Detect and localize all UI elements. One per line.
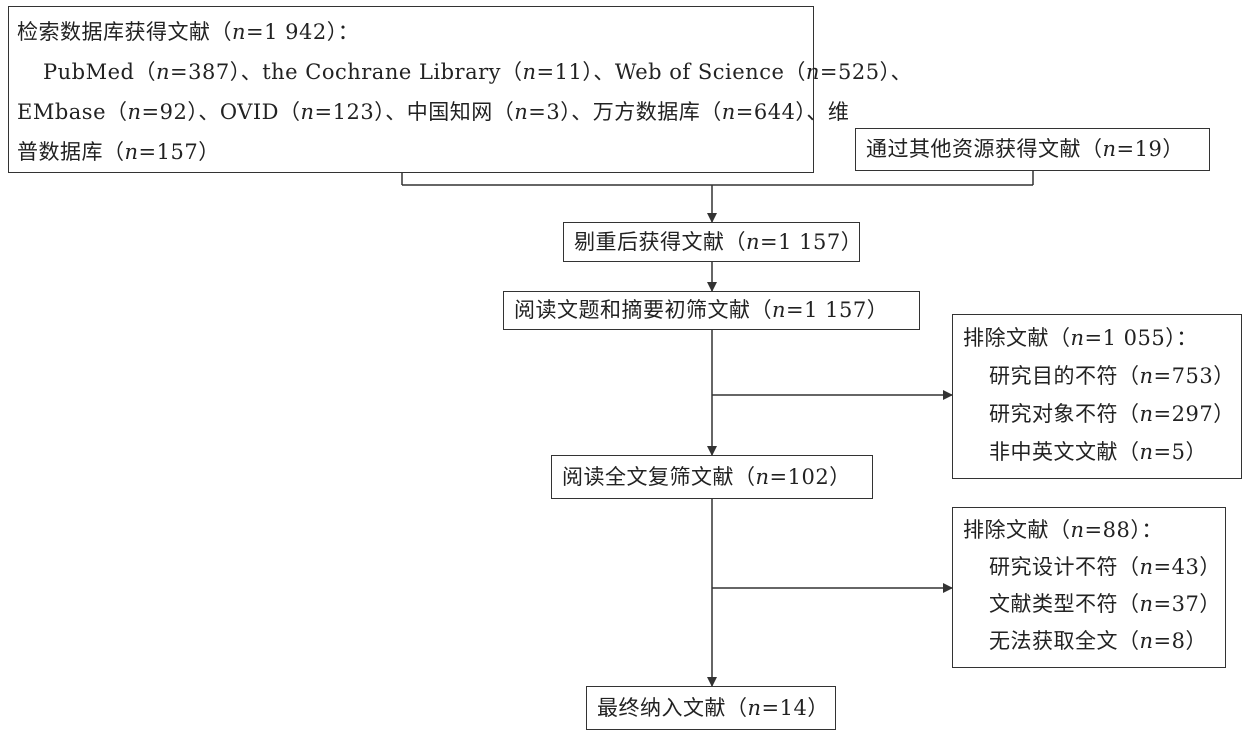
final-included-box: 最终纳入文献（n=14） bbox=[586, 686, 836, 730]
exclusion-1-title: 排除文献（n=1 055）： bbox=[963, 326, 1198, 350]
search-sources-line-2: EMbase（n=92）、OVID（n=123）、中国知网（n=3）、万方数据库… bbox=[17, 100, 850, 124]
other-sources-label: 通过其他资源获得文献（n=19） bbox=[866, 137, 1184, 161]
search-total-line: 检索数据库获得文献（n=1 942）： bbox=[17, 20, 360, 44]
exclusion-1-item: 非中英文文献（n=5） bbox=[989, 440, 1207, 464]
dedup-label: 剔重后获得文献（n=1 157） bbox=[574, 230, 863, 254]
search-sources-line-1: PubMed（n=387）、the Cochrane Library（n=11）… bbox=[43, 60, 913, 84]
exclusion-2-item: 文献类型不符（n=37） bbox=[989, 592, 1221, 616]
fulltext-screen-box: 阅读全文复筛文献（n=102） bbox=[551, 455, 873, 499]
exclusion-box-2: 排除文献（n=88）： 研究设计不符（n=43） 文献类型不符（n=37） 无法… bbox=[952, 507, 1226, 668]
exclusion-box-1: 排除文献（n=1 055）： 研究目的不符（n=753） 研究对象不符（n=29… bbox=[952, 314, 1242, 479]
exclusion-1-item: 研究对象不符（n=297） bbox=[989, 402, 1235, 426]
title-abstract-screen-box: 阅读文题和摘要初筛文献（n=1 157） bbox=[503, 291, 920, 330]
exclusion-2-title: 排除文献（n=88）： bbox=[963, 518, 1163, 542]
exclusion-1-item: 研究目的不符（n=753） bbox=[989, 364, 1235, 388]
other-sources-box: 通过其他资源获得文献（n=19） bbox=[855, 128, 1210, 171]
search-sources-line-3: 普数据库（n=157） bbox=[17, 140, 220, 164]
exclusion-2-item: 研究设计不符（n=43） bbox=[989, 555, 1221, 579]
exclusion-2-item: 无法获取全文（n=8） bbox=[989, 629, 1207, 653]
screen-label: 阅读文题和摘要初筛文献（n=1 157） bbox=[514, 298, 889, 322]
fulltext-label: 阅读全文复筛文献（n=102） bbox=[562, 465, 851, 489]
search-database-box: 检索数据库获得文献（n=1 942）： PubMed（n=387）、the Co… bbox=[8, 6, 913, 173]
dedup-box: 剔重后获得文献（n=1 157） bbox=[563, 222, 863, 262]
final-label: 最终纳入文献（n=14） bbox=[597, 696, 829, 720]
